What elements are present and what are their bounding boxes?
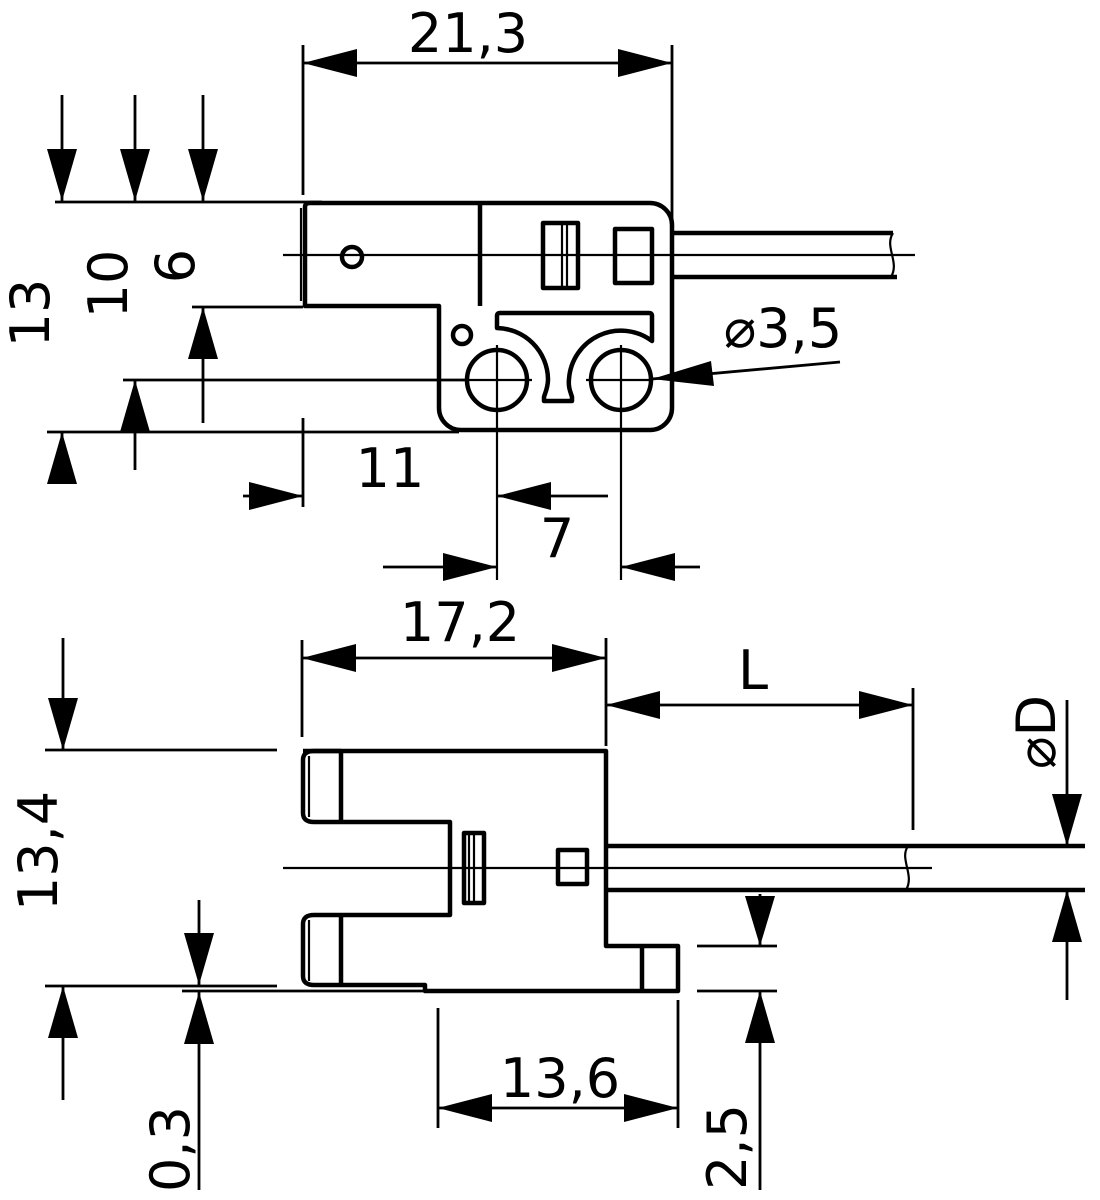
side-view-dimensions: 17,2 L 13,4 0,3 13,6	[7, 591, 1082, 1192]
arrow-right-icon	[249, 482, 303, 510]
dim-label-side-width: 17,2	[400, 591, 520, 654]
top-view-bridge-cutout	[494, 310, 655, 404]
top-view-small-pin-hole	[450, 323, 474, 347]
dim-label-hole-offset: 11	[356, 437, 425, 500]
dim-base-width: 13,6	[436, 1000, 680, 1128]
arrow-up-icon	[188, 307, 218, 359]
dim-bottom-step: 0,3	[139, 900, 425, 1192]
dim-label-side-height: 13,4	[7, 791, 70, 911]
arrow-left-icon	[606, 691, 660, 719]
top-view-hole-crosshairs	[462, 345, 652, 580]
arrow-up-icon	[184, 992, 214, 1044]
arrow-left-icon	[497, 482, 551, 510]
side-view-cable	[606, 843, 1085, 893]
arrow-right-icon	[443, 553, 497, 581]
dim-side-height: 13,4	[7, 638, 277, 1100]
dim-label-top-width: 21,3	[408, 2, 528, 65]
dim-label-head-height: 6	[144, 249, 207, 283]
dim-label-hole-spacing: 7	[540, 507, 574, 570]
side-view-silhouette	[303, 748, 681, 994]
dim-label-hole-axis-height: 10	[77, 250, 140, 319]
dim-top-width: 21,3	[301, 2, 674, 221]
dim-label-base-width: 13,6	[500, 1047, 620, 1110]
dim-top-heights: 13 10 6	[0, 95, 465, 484]
dim-cable-length: L	[606, 639, 915, 830]
arrow-right-icon	[624, 1094, 678, 1122]
arrow-up-icon	[1052, 890, 1082, 942]
dim-foot-height: 2,5	[696, 894, 777, 1190]
arrow-down-icon	[745, 896, 775, 946]
side-view-lower-tab	[300, 912, 344, 988]
dim-hole-diameter-leader: ⌀3,5	[651, 297, 842, 386]
top-view	[283, 200, 915, 580]
arrow-down-icon	[188, 149, 218, 201]
top-view-dimensions: 21,3 13 10 6 11 7	[0, 2, 842, 581]
dim-label-cable-diameter: ⌀D	[1005, 695, 1068, 769]
arrow-down-icon	[48, 698, 78, 750]
dim-side-width: 17,2	[300, 591, 608, 746]
top-view-cable	[672, 230, 897, 280]
dim-hole-offset: 11	[243, 418, 608, 510]
arrow-right-icon	[618, 49, 672, 77]
arrow-left-icon	[438, 1094, 492, 1122]
arrow-up-icon	[47, 432, 77, 484]
top-view-small-hole-left	[339, 244, 365, 270]
dim-label-top-overall-height: 13	[0, 279, 62, 348]
arrow-left-icon	[302, 644, 356, 672]
dim-hole-spacing: 7	[383, 507, 700, 581]
dim-cable-diameter: ⌀D	[1005, 695, 1082, 1000]
arrow-left-icon	[652, 361, 714, 386]
dim-label-hole-diameter: ⌀3,5	[724, 297, 842, 360]
arrow-up-icon	[120, 380, 150, 432]
arrow-up-icon	[48, 986, 78, 1038]
arrow-right-icon	[859, 691, 913, 719]
arrow-down-icon	[47, 149, 77, 201]
arrow-right-icon	[552, 644, 606, 672]
arrow-down-icon	[120, 149, 150, 201]
dim-label-foot-height: 2,5	[696, 1104, 759, 1190]
dim-label-cable-length: L	[738, 639, 768, 702]
arrow-down-icon	[184, 933, 214, 985]
arrow-left-icon	[621, 553, 675, 581]
dim-label-bottom-step: 0,3	[139, 1106, 202, 1192]
arrow-down-icon	[1052, 794, 1082, 846]
side-view-upper-tab	[300, 748, 344, 825]
arrow-left-icon	[303, 49, 357, 77]
side-view	[283, 748, 1085, 994]
arrow-up-icon	[745, 991, 775, 1043]
